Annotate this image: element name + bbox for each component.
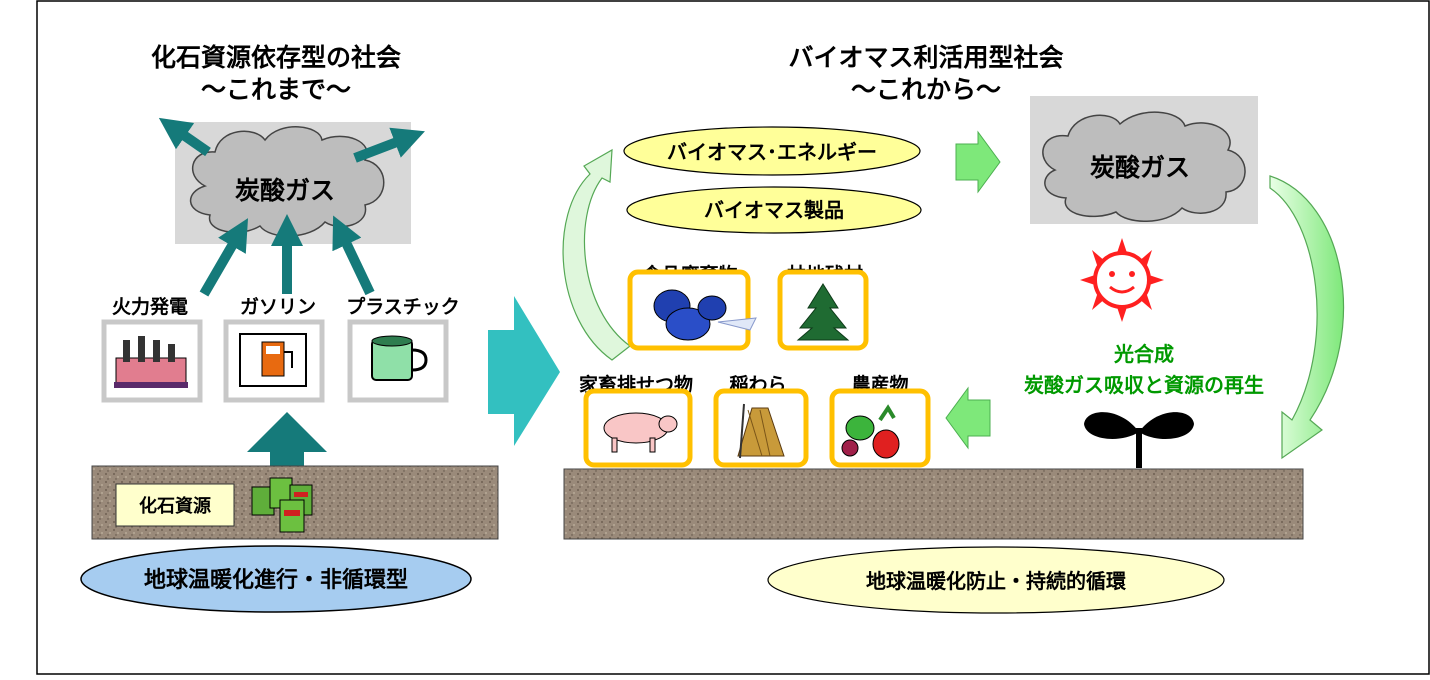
arrow-to-cloud [955, 130, 1001, 194]
straw-icon [737, 403, 785, 459]
vegetables-icon [841, 404, 900, 459]
emission-arrows [158, 117, 425, 297]
ground-right [563, 468, 1304, 540]
co2-cloud-left: 炭酸ガス [175, 122, 411, 244]
right-title: バイオマス利活用型社会 [788, 43, 1063, 72]
source-label-gasoline: ガソリン [240, 296, 316, 318]
oil-barrels-icon [251, 477, 313, 533]
outer-frame [36, 0, 1430, 675]
left-subtitle: ～これまで～ [201, 75, 351, 104]
tree-icon [796, 283, 850, 341]
footer-right: 地球温暖化防止・持続的循環 [866, 569, 1127, 593]
product-bioenergy: バイオマス･エネルギー [667, 140, 877, 164]
cycle-arrow-up [562, 148, 632, 361]
source-label-plastic: プラスチック [346, 295, 460, 318]
source-factory: 火力発電 [101, 295, 203, 403]
source-plastic: プラスチック [346, 295, 460, 403]
fossil-resource-box [115, 483, 235, 527]
resource-rice-straw: 稲わら [713, 374, 809, 468]
photosynthesis-caption: 炭酸ガス吸収と資源の再生 [1024, 373, 1264, 397]
resource-livestock-manure: 家畜排せつ物 [579, 373, 693, 468]
source-label-factory: 火力発電 [112, 295, 188, 318]
fossil-resource-label: 化石資源 [139, 495, 211, 517]
transition-arrow [488, 296, 560, 446]
bioproduct-ellipse [626, 186, 922, 234]
cycle-arrow-down [1269, 175, 1345, 460]
product-bioproducts: バイオマス製品 [704, 198, 844, 222]
footer-ellipse-right [767, 546, 1225, 614]
resource-forest-residue: 林地残材 [777, 263, 869, 351]
garbage-bags-icon [653, 289, 757, 341]
source-gasoline: ガソリン [223, 296, 325, 403]
sprout-icon [1084, 412, 1194, 468]
pig-icon [603, 412, 678, 453]
left-title: 化石資源依存型の社会 [151, 43, 401, 72]
cloud-label-left: 炭酸ガス [235, 176, 335, 205]
right-subtitle: ～これから～ [851, 75, 1001, 104]
footer-left: 地球温暖化進行・非循環型 [144, 567, 408, 593]
footer-ellipse-left [80, 545, 472, 613]
factory-icon [114, 336, 188, 388]
cloud-label-right: 炭酸ガス [1090, 153, 1190, 182]
mug-icon [371, 335, 428, 381]
co2-cloud-right: 炭酸ガス [1030, 96, 1258, 224]
bioenergy-ellipse [623, 126, 921, 176]
resource-crops: 農産物 [829, 373, 931, 468]
arrow-to-resources [945, 386, 991, 450]
resource-food-waste: 食品廃棄物 [627, 263, 757, 351]
photosynthesis-title: 光合成 [1113, 342, 1174, 366]
sun-icon [1080, 238, 1164, 322]
gas-pump-icon [239, 333, 307, 387]
